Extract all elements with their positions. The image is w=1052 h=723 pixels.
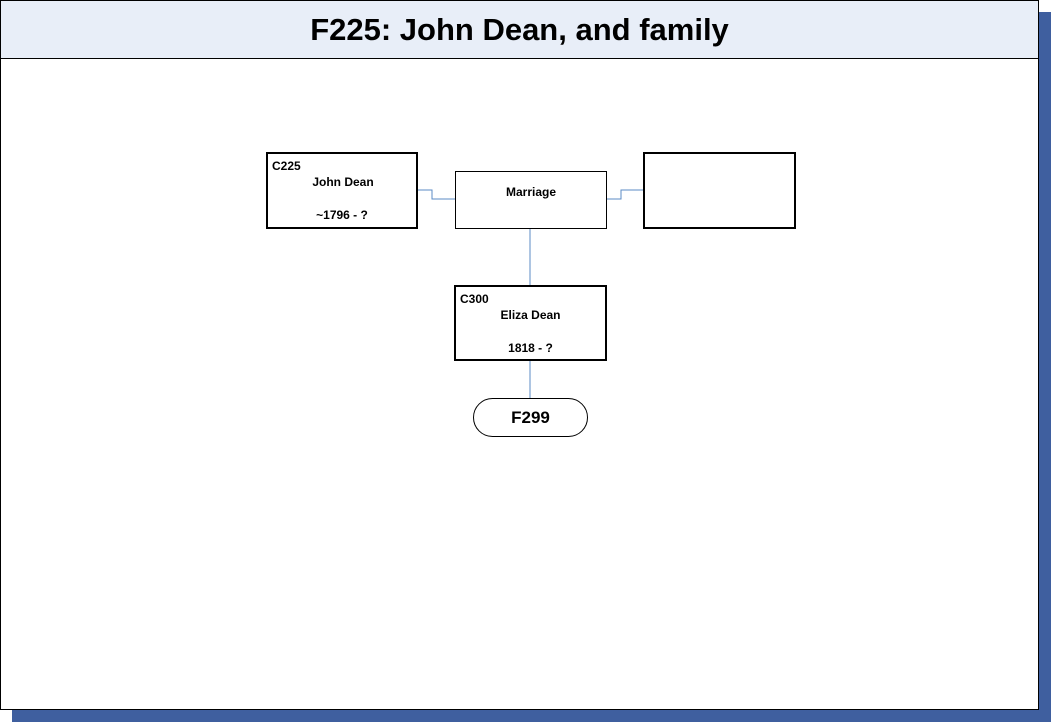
wife-box[interactable]	[643, 152, 796, 229]
page-title: F225: John Dean, and family	[310, 11, 729, 47]
husband-dates: ~1796 - ?	[316, 208, 368, 222]
marriage-wife-connector	[607, 189, 643, 200]
husband-marriage-connector	[418, 189, 455, 200]
child-dates: 1818 - ?	[508, 341, 553, 355]
marriage-label: Marriage	[505, 185, 557, 199]
husband-name: John Dean	[312, 175, 374, 189]
husband-code: C225	[272, 159, 301, 173]
marriage-box[interactable]: Marriage	[455, 171, 607, 229]
title-bar: F225: John Dean, and family	[1, 1, 1038, 59]
family-link-button[interactable]: F299	[473, 398, 588, 437]
husband-box[interactable]: C225 John Dean ~1796 - ?	[266, 152, 418, 229]
child-code: C300	[460, 292, 489, 306]
child-box[interactable]: C300 Eliza Dean 1818 - ?	[454, 285, 607, 361]
child-name: Eliza Dean	[500, 308, 561, 322]
family-chart-page: F225: John Dean, and family C225 John De…	[0, 0, 1039, 710]
